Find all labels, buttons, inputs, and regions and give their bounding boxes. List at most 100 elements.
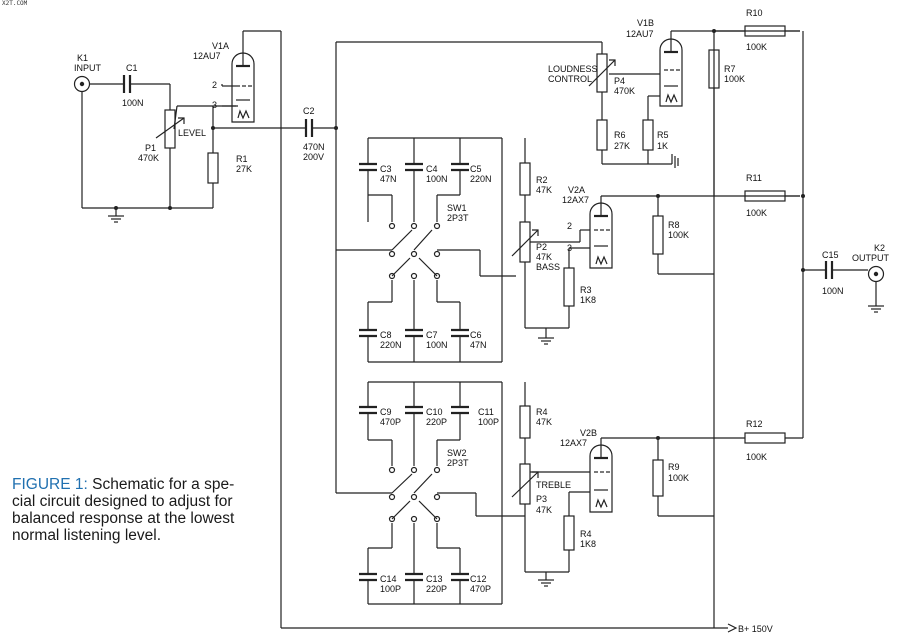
bplus-label: B+ 150V [738, 624, 773, 634]
p4-label: P4 [614, 76, 625, 86]
level-label: LEVEL [178, 128, 206, 138]
bass-network [359, 137, 590, 363]
c14-label: C14 [380, 574, 397, 584]
r10-label: R10 [746, 8, 763, 18]
v1a-tube [231, 52, 255, 123]
v2b-label: V2B [580, 428, 597, 438]
c4-label: C4 [426, 164, 438, 174]
c6-value: 47N [470, 340, 487, 350]
r6-label: R6 [614, 130, 626, 140]
c10-value: 220P [426, 417, 447, 427]
r3-label: R3 [580, 285, 592, 295]
c7-value: 100N [426, 340, 448, 350]
p2-label: P2 [536, 242, 547, 252]
p4-value: 470K [614, 86, 635, 96]
figure-caption-text: Schematic for a spe-cial circuit designe… [12, 476, 235, 544]
r8-label: R8 [668, 220, 680, 230]
c9-label: C9 [380, 407, 392, 417]
v2b-type: 12AX7 [560, 438, 587, 448]
loudness-network [588, 42, 679, 168]
treble-network [359, 381, 590, 605]
loudness-label: LOUDNESS [548, 64, 598, 74]
p3-label: P3 [536, 494, 547, 504]
r8-value: 100K [668, 230, 689, 240]
p1-value: 470K [138, 153, 159, 163]
k1-sub: INPUT [74, 63, 102, 73]
sw1-contacts [388, 222, 441, 280]
c15-label: C15 [822, 250, 839, 260]
sw2-label: SW2 [447, 448, 467, 458]
r12-label: R12 [746, 419, 763, 429]
r7-label: R7 [724, 64, 736, 74]
bplus-arrow [727, 623, 738, 633]
component-labels: K1 INPUT C1 100N P1 470K LEVEL R1 27K V1… [74, 8, 890, 634]
c9-value: 470P [380, 417, 401, 427]
treble-label: TREBLE [536, 480, 571, 490]
r4-bot-value: 1K8 [580, 539, 596, 549]
c1-label: C1 [126, 63, 138, 73]
v2a-pin3: 3 [567, 243, 572, 253]
r2-label: R2 [536, 175, 548, 185]
p2-name: BASS [536, 262, 560, 272]
v1a-label: V1A [212, 41, 229, 51]
figure-caption: FIGURE 1: Schematic for a spe-cial circu… [12, 476, 252, 544]
p3-value: 47K [536, 505, 552, 515]
k1-label: K1 [77, 53, 88, 63]
c8-value: 220N [380, 340, 402, 350]
c10-label: C10 [426, 407, 443, 417]
wires-input-stage [73, 30, 338, 628]
c5-value: 220N [470, 174, 492, 184]
v2a-type: 12AX7 [562, 195, 589, 205]
r5-value: 1K [657, 141, 668, 151]
r1-body [207, 152, 219, 184]
sw2-type: 2P3T [447, 458, 469, 468]
r4-top-label: R4 [536, 407, 548, 417]
c3-value: 47N [380, 174, 397, 184]
c13-label: C13 [426, 574, 443, 584]
r1-value: 27K [236, 164, 252, 174]
sw2-contacts [388, 466, 441, 523]
c8-label: C8 [380, 330, 392, 340]
c12-value: 470P [470, 584, 491, 594]
c12-label: C12 [470, 574, 487, 584]
v2a-label: V2A [568, 185, 585, 195]
c2-voltage: 200V [303, 152, 324, 162]
k2-label: K2 [874, 243, 885, 253]
r9-label: R9 [668, 462, 680, 472]
v1a-pin3: 3 [212, 100, 217, 110]
c11-value: 100P [478, 417, 499, 427]
c1-value: 100N [122, 98, 144, 108]
c11-label: C11 [478, 407, 494, 417]
r9-value: 100K [668, 473, 689, 483]
watermark: X2T.COM [2, 0, 28, 7]
c2-label: C2 [303, 106, 315, 116]
c13-value: 220P [426, 584, 447, 594]
v2b-tube [589, 444, 613, 513]
output-mix [714, 25, 885, 444]
v2a-pin2: 2 [567, 221, 572, 231]
c4-value: 100N [426, 174, 448, 184]
v1b-type: 12AU7 [626, 29, 654, 39]
k2-sub: OUTPUT [852, 253, 890, 263]
r11-value: 100K [746, 208, 767, 218]
c14-value: 100P [380, 584, 401, 594]
v1a-pin2: 2 [212, 80, 217, 90]
r7-value: 100K [724, 74, 745, 84]
p1-label: P1 [145, 143, 156, 153]
r10-value: 100K [746, 42, 767, 52]
r3-value: 1K8 [580, 295, 596, 305]
c6-label: C6 [470, 330, 482, 340]
c15-value: 100N [822, 286, 844, 296]
loudness-sub: CONTROL [548, 74, 592, 84]
c5-label: C5 [470, 164, 482, 174]
r4-bot-label: R4 [580, 529, 592, 539]
sw1-label: SW1 [447, 203, 467, 213]
input-jack-pin [79, 81, 85, 87]
r1-label: R1 [236, 154, 248, 164]
r11-label: R11 [746, 173, 762, 183]
c7-label: C7 [426, 330, 438, 340]
r6-value: 27K [614, 141, 630, 151]
c3-label: C3 [380, 164, 392, 174]
r12-value: 100K [746, 452, 767, 462]
